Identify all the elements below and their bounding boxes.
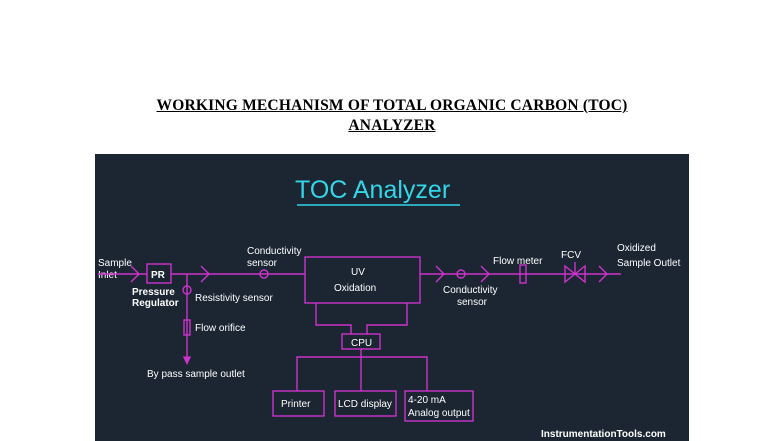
- resistivity-sensor-symbol: [182, 285, 192, 295]
- oxidation-label: Oxidation: [334, 283, 376, 294]
- oxidized-outlet-label-2: Sample Outlet: [617, 258, 681, 269]
- flow-arrow-chevron: [480, 265, 490, 283]
- lcd-display-box: [334, 390, 397, 417]
- flow-meter-symbol: [519, 264, 527, 284]
- printer-box: [272, 390, 325, 417]
- conductivity-sensor-2-label-1: Conductivity: [443, 285, 497, 296]
- conductivity-sensor-1-label-2: sensor: [247, 258, 278, 269]
- conductivity-sensor-2-label-2: sensor: [457, 297, 488, 308]
- page-heading: WORKING MECHANISM OF TOTAL ORGANIC CARBO…: [0, 96, 784, 136]
- diagram-title: TOC Analyzer: [295, 176, 450, 204]
- lcd-display-label: LCD display: [338, 399, 392, 410]
- analog-output-box: [404, 390, 474, 422]
- heading-line-2: ANALYZER: [348, 117, 436, 134]
- cpu-label: CPU: [351, 338, 372, 349]
- fcv-label: FCV: [561, 250, 581, 261]
- heading-line-1: WORKING MECHANISM OF TOTAL ORGANIC CARBO…: [156, 97, 628, 114]
- sample-inlet-label-1: Sample: [98, 258, 132, 269]
- analog-output-label-1: 4-20 mA: [408, 395, 446, 406]
- conductivity-sensor-1-symbol: [259, 269, 269, 279]
- uv-cpu-connector-right: [366, 303, 408, 334]
- sample-inlet-label-2: Inlet: [98, 270, 117, 281]
- cpu-output-bus: [296, 356, 428, 391]
- uv-label: UV: [351, 267, 365, 278]
- watermark: InstrumentationTools.com: [541, 429, 666, 440]
- pr-arrow-chevron: [200, 265, 210, 283]
- uv-oxidation-box: [304, 256, 421, 304]
- flow-meter-label: Flow meter: [493, 256, 543, 267]
- outlet-arrow-chevron: [598, 265, 608, 283]
- conductivity-sensor-2-symbol: [456, 269, 466, 279]
- pr-label: PR: [151, 270, 166, 281]
- inlet-arrow-chevron: [130, 265, 140, 283]
- resistivity-sensor-label: Resistivity sensor: [195, 293, 273, 304]
- analog-output-label-2: Analog output: [408, 408, 470, 419]
- conductivity-sensor-1-label-1: Conductivity: [247, 246, 301, 257]
- oxidized-outlet-label-1: Oxidized: [617, 243, 656, 254]
- flow-orifice-label: Flow orifice: [195, 323, 246, 334]
- uv-cpu-connector-left: [315, 303, 352, 334]
- pressure-regulator-label-2: Regulator: [132, 298, 179, 309]
- bypass-outlet-label: By pass sample outlet: [147, 369, 245, 380]
- toc-diagram-svg: TOC Analyzer Sample Inlet PR Pressure Re…: [98, 176, 681, 440]
- uv-arrow-chevron: [435, 265, 445, 283]
- fcv-valve-symbol: [564, 264, 586, 284]
- flow-orifice-symbol: [183, 319, 191, 336]
- printer-label: Printer: [281, 399, 311, 410]
- pressure-regulator-label-1: Pressure: [132, 287, 175, 298]
- toc-diagram-panel: TOC Analyzer Sample Inlet PR Pressure Re…: [95, 154, 689, 441]
